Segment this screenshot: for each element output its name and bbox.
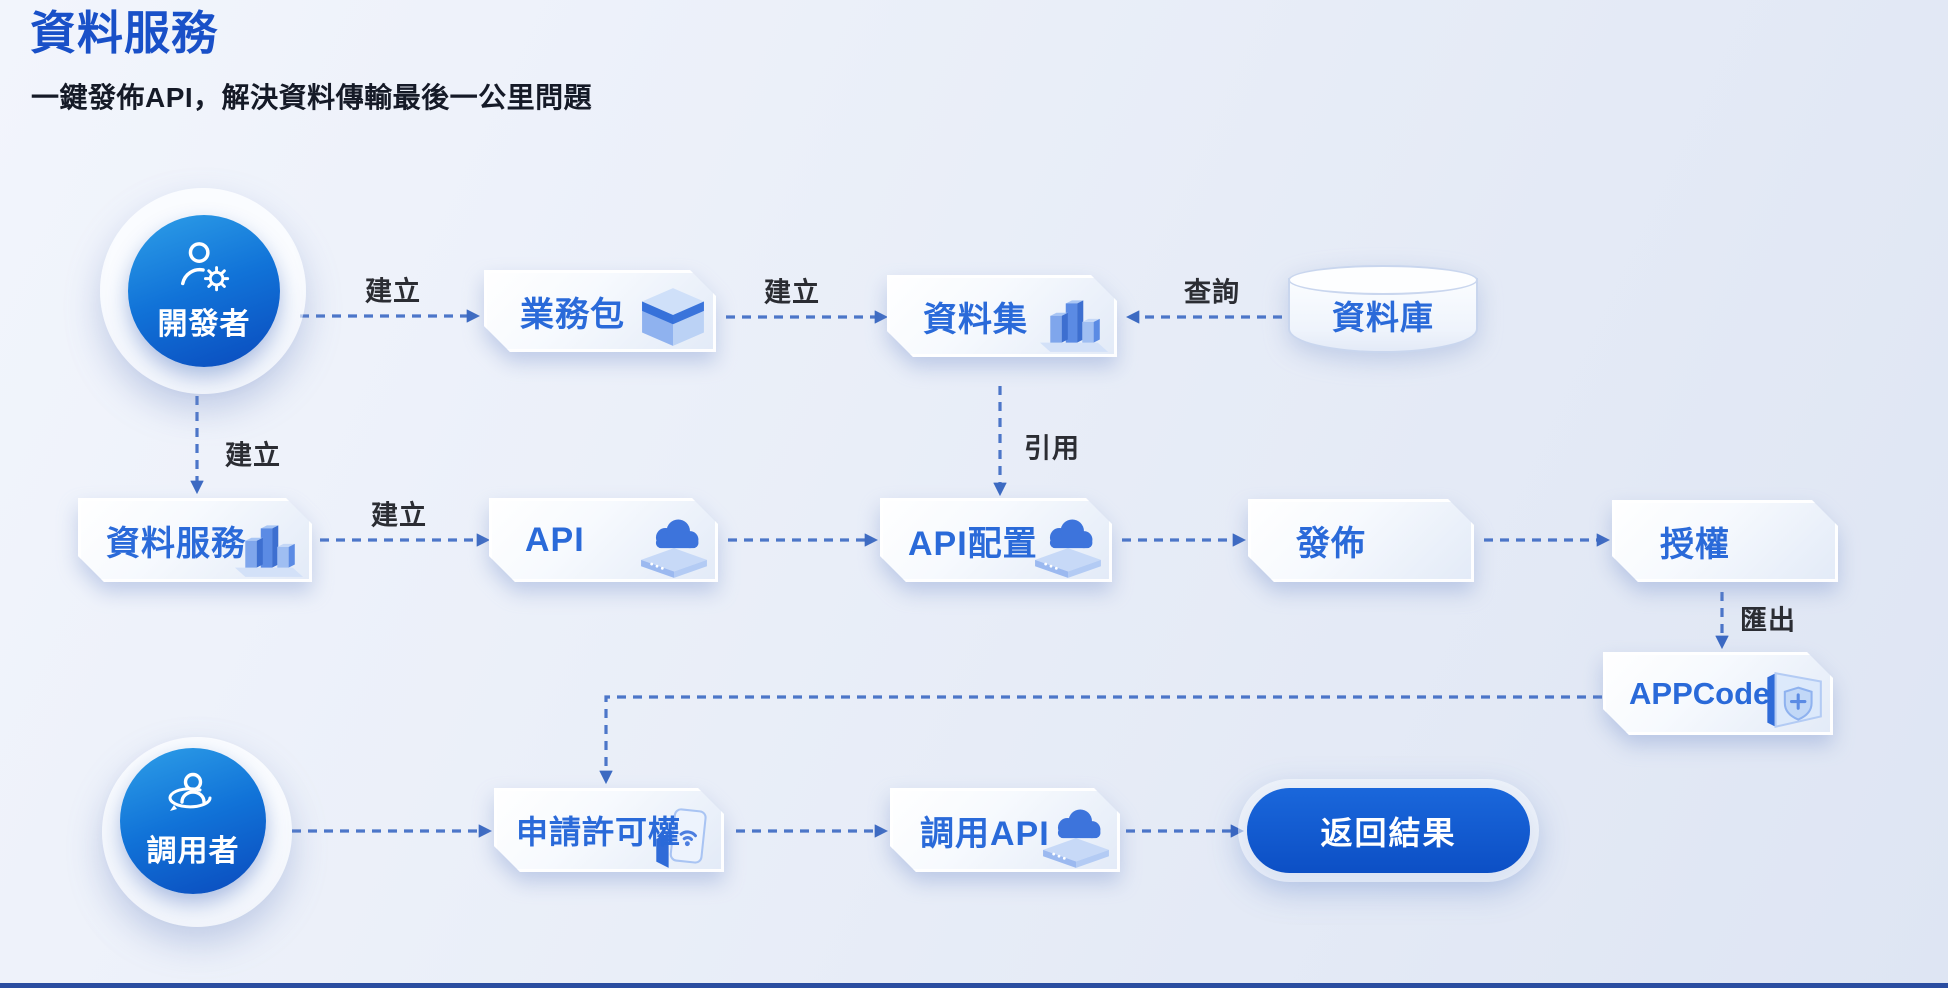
cloud-server-icon (636, 512, 712, 580)
node-api: API (489, 498, 718, 582)
node-apply-permission: 申請許可權 (494, 788, 724, 872)
edge-appcode-to-apply-permission (599, 695, 1602, 785)
node-label: API (525, 520, 585, 559)
bar-chart-icon (232, 514, 306, 580)
bar-chart-icon (1037, 289, 1111, 355)
page-title: 資料服務 (30, 7, 218, 59)
node-label: APPCode (1629, 675, 1771, 711)
bottom-accent-bar (0, 983, 1948, 988)
edge-label-export: 匯出 (1740, 605, 1796, 636)
edge-label-reference: 引用 (1024, 433, 1080, 464)
node-database: 資料庫 (1288, 265, 1478, 353)
phone-wifi-icon (646, 804, 718, 870)
developer-actor: 開發者 (128, 215, 280, 367)
node-return-result: 返回結果 (1247, 788, 1530, 873)
developer-label: 開發者 (157, 308, 251, 341)
node-publish: 發佈 (1248, 499, 1474, 582)
edge-label-create-1: 建立 (365, 276, 421, 307)
edge-label-create-4: 建立 (371, 500, 427, 531)
node-data-service: 資料服務 (78, 498, 312, 582)
node-dataset: 資料集 (887, 275, 1117, 357)
person-gear-icon (180, 242, 230, 292)
node-authorize: 授權 (1612, 500, 1838, 582)
edge-label-query: 查詢 (1184, 277, 1240, 308)
person-sync-icon (168, 772, 212, 811)
page-subtitle: 一鍵發佈API，解決資料傳輸最後一公里問題 (31, 82, 593, 113)
caller-label: 調用者 (146, 835, 240, 868)
shield-icon (1755, 667, 1827, 733)
node-label: API配置 (908, 524, 1038, 563)
node-label: 授權 (1660, 525, 1730, 564)
node-label: 申請許可權 (516, 814, 682, 850)
edge-label-create-2: 建立 (764, 277, 820, 308)
cloud-server-icon (1038, 802, 1114, 870)
edge-label-create-3: 建立 (225, 440, 281, 471)
node-label: 資料集 (923, 300, 1028, 339)
cube-icon (636, 284, 710, 350)
node-appcode: APPCode (1603, 652, 1833, 735)
node-label: 發佈 (1296, 525, 1366, 563)
node-api-config: API配置 (880, 498, 1112, 582)
caller-actor: 調用者 (120, 748, 266, 894)
node-label: 資料服務 (106, 524, 246, 563)
node-label: 返回結果 (1320, 814, 1457, 851)
node-label: 資料庫 (1332, 299, 1434, 336)
node-label: 調用API (920, 814, 1050, 853)
database-cylinder-top (1288, 265, 1478, 295)
node-call-api: 調用API (890, 788, 1120, 872)
node-label: 業務包 (520, 295, 625, 334)
node-business-package: 業務包 (484, 270, 716, 352)
cloud-server-icon (1030, 512, 1106, 580)
